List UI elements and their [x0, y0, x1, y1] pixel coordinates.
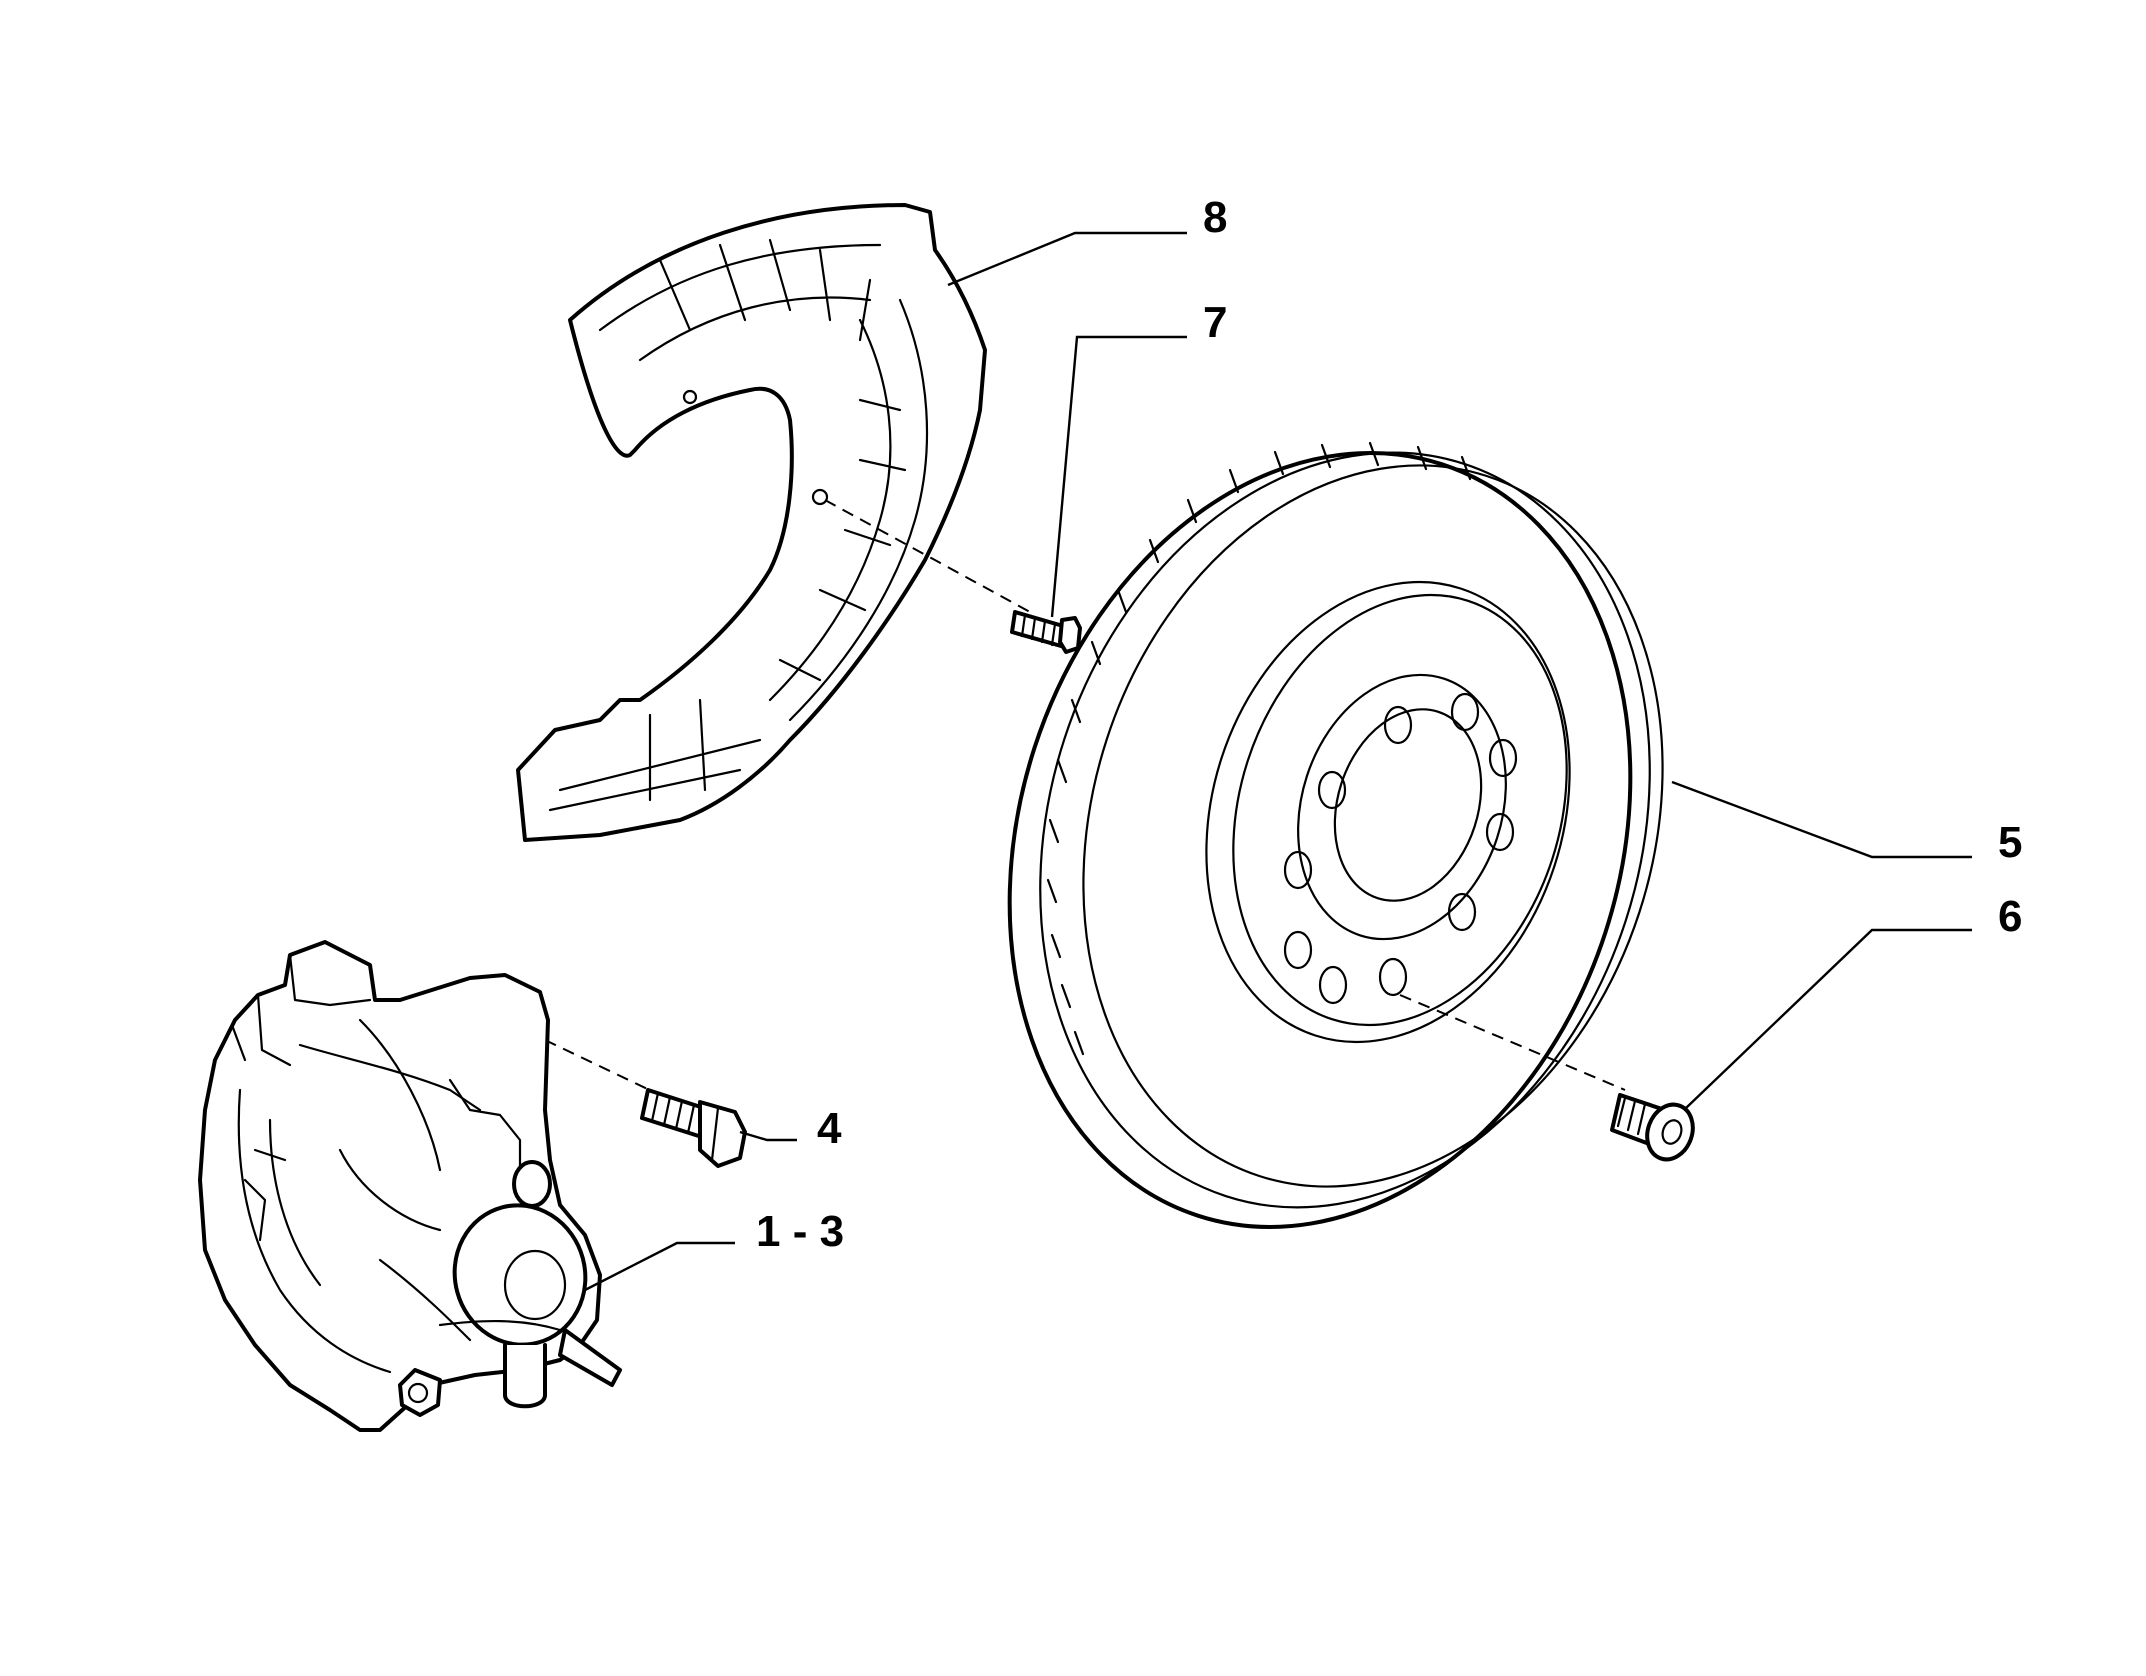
callout-5: 5: [1998, 818, 2022, 867]
callout-8: 8: [1203, 193, 1227, 242]
shield-bolt: [824, 499, 1082, 654]
callout-4: 4: [817, 1104, 842, 1153]
dust-shield: [516, 203, 987, 842]
callout-6: 6: [1998, 892, 2022, 941]
callout-1-3: 1 - 3: [756, 1207, 844, 1256]
brake-disc: [1007, 441, 1664, 1229]
brake-caliper: [198, 940, 622, 1432]
caliper-bolt: [544, 1039, 747, 1168]
callout-7: 7: [1203, 298, 1227, 347]
callout-leaders: [584, 231, 1972, 1292]
disc-screw: [1399, 994, 1695, 1162]
